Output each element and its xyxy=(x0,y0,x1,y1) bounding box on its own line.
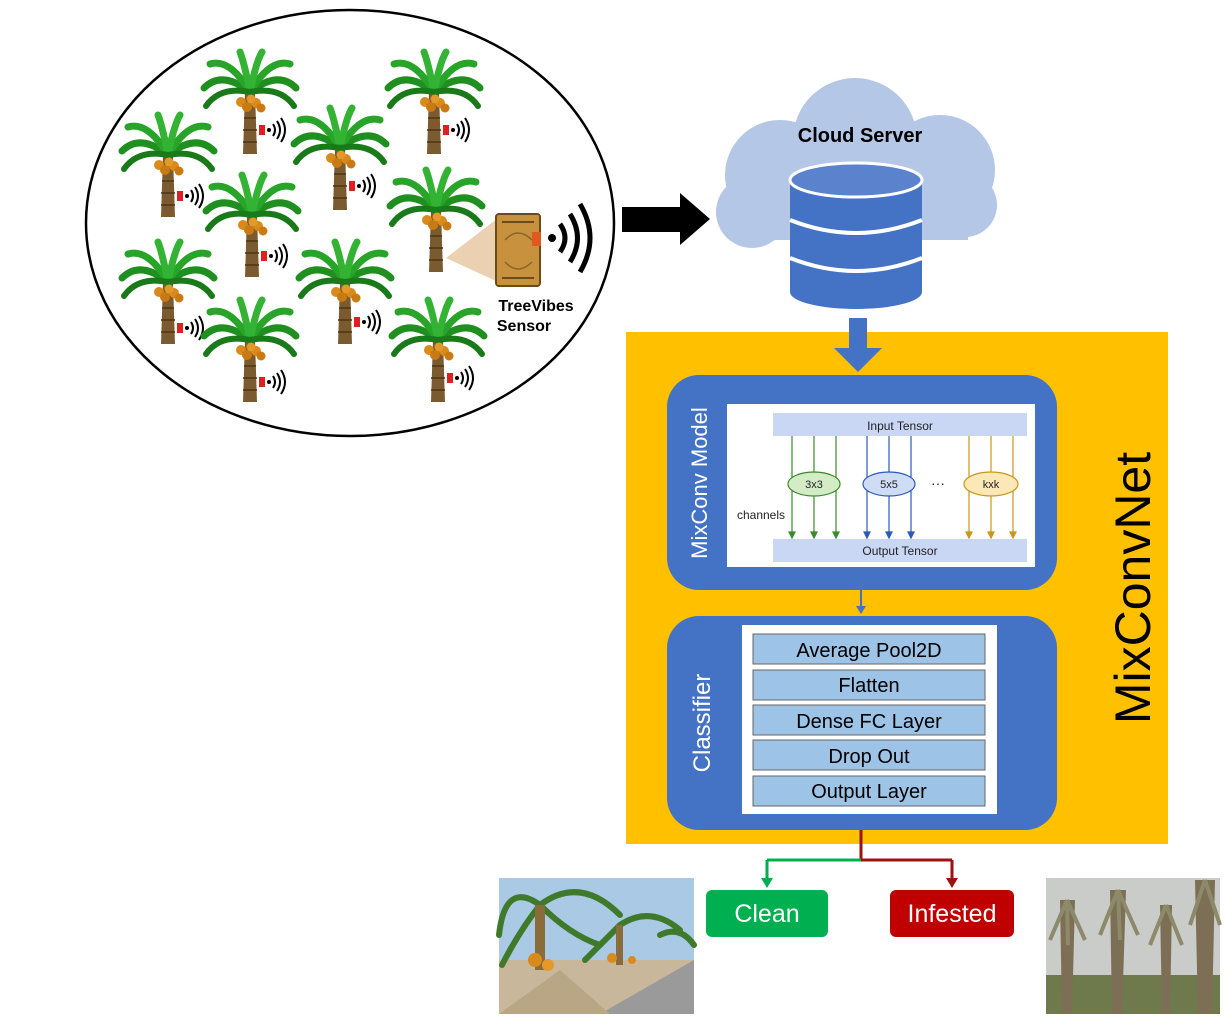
classifier-label: Classifier xyxy=(689,674,716,773)
layer-label: Drop Out xyxy=(828,746,910,768)
infested-output-box xyxy=(890,890,1014,937)
sensor-label-line1: TreeVibes xyxy=(498,298,573,315)
treevibes-sensor-icon xyxy=(446,202,593,287)
layer-box xyxy=(752,633,986,665)
kernel-kxk-node xyxy=(963,471,1019,497)
clean-palms-photo xyxy=(496,878,697,1014)
layer-box xyxy=(752,669,986,701)
input-tensor-label: Input Tensor xyxy=(867,419,933,433)
infested-palms-photo xyxy=(1046,878,1222,1014)
layer-label: Average Pool2D xyxy=(796,640,941,662)
mixconv-model-label: MixConv Model xyxy=(687,407,712,559)
kernel-3x3-node xyxy=(787,471,841,497)
kernel-ellipsis: ··· xyxy=(931,475,945,491)
cloud-server-group: Cloud Server xyxy=(716,78,997,309)
kernel-kxk-label: kxk xyxy=(983,479,1000,491)
clean-output-label: Clean xyxy=(734,900,799,928)
output-branch-lines xyxy=(761,830,958,888)
channels-label: channels xyxy=(737,508,785,522)
output-tensor-bar xyxy=(773,539,1027,562)
kernel-3x3-label: 3x3 xyxy=(805,479,823,491)
cloud-server-label: Cloud Server xyxy=(798,125,923,147)
input-tensor-bar xyxy=(773,413,1027,436)
kernel-5x5-node xyxy=(862,471,916,497)
output-tensor-label: Output Tensor xyxy=(862,544,937,558)
database-icon xyxy=(788,161,924,309)
layer-box xyxy=(752,739,986,771)
mixconvnet-title: MixConvNet xyxy=(1105,452,1161,724)
classifier-layer-list: Average Pool2D Flatten Dense FC Layer Dr… xyxy=(752,633,986,807)
layer-label: Flatten xyxy=(838,675,899,697)
sensor-label-line2: Sensor xyxy=(497,318,551,335)
arrow-to-mixconv-icon xyxy=(834,318,882,372)
mixconv-to-classifier-arrow-icon xyxy=(856,606,866,614)
layer-label: Output Layer xyxy=(811,781,927,803)
clean-output-box xyxy=(706,890,828,937)
layer-label: Dense FC Layer xyxy=(796,711,942,733)
layer-box xyxy=(752,704,986,736)
infested-output-label: Infested xyxy=(908,900,997,928)
orchard-group: TreeVibes Sensor xyxy=(84,8,616,438)
layer-box xyxy=(752,775,986,807)
kernel-5x5-label: 5x5 xyxy=(880,479,898,491)
arrow-to-cloud-icon xyxy=(622,193,710,245)
